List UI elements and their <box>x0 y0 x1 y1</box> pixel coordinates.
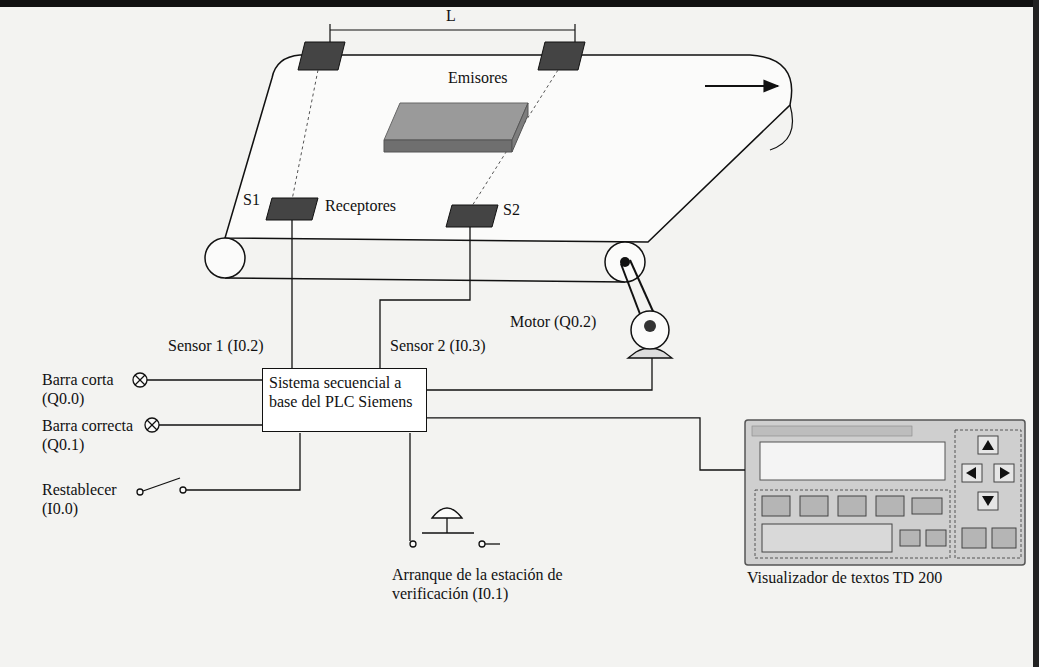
signal-name: Sensor 1 (I0.2) <box>168 336 264 355</box>
signal-wire <box>147 220 652 541</box>
signal-cable <box>427 418 745 470</box>
scan-border <box>1033 0 1039 667</box>
dimension-line <box>330 24 575 44</box>
signal-name: Restablecer (I0.0) <box>42 480 134 518</box>
emitter <box>298 42 585 70</box>
pushbutton-symbol <box>410 508 500 547</box>
signal-name: Arranque de la estación de verificación … <box>392 565 574 603</box>
sensor-name: S1 <box>243 190 260 209</box>
metal-bar <box>384 103 528 152</box>
dimension-label: L <box>446 6 456 25</box>
signal-name: Barra corta (Q0.0) <box>42 370 132 408</box>
node-text: Sistema secuencial a base del PLC Siemen… <box>269 373 420 411</box>
node-text: Visualizador de textos TD 200 <box>747 568 1037 587</box>
conveyor-belt <box>205 55 793 282</box>
motor-symbol <box>621 260 672 358</box>
switch-symbol <box>137 478 186 495</box>
part-label: Emisores <box>448 68 508 87</box>
plc-box: Sistema secuencial a base del PLC Siemen… <box>262 368 427 432</box>
signal-name: Sensor 2 (I0.3) <box>390 336 486 355</box>
part-label: Receptores <box>325 196 396 215</box>
scan-border <box>0 0 1039 7</box>
td200-display <box>745 420 1025 565</box>
signal-name: Barra correcta (Q0.1) <box>42 416 148 454</box>
light-beam <box>292 70 558 206</box>
lamp-symbol <box>133 373 159 432</box>
signal-name: Motor (Q0.2) <box>510 312 596 331</box>
sensor-name: S2 <box>503 200 520 219</box>
text-display-panel: Visualizador de textos TD 200 <box>745 418 1037 587</box>
